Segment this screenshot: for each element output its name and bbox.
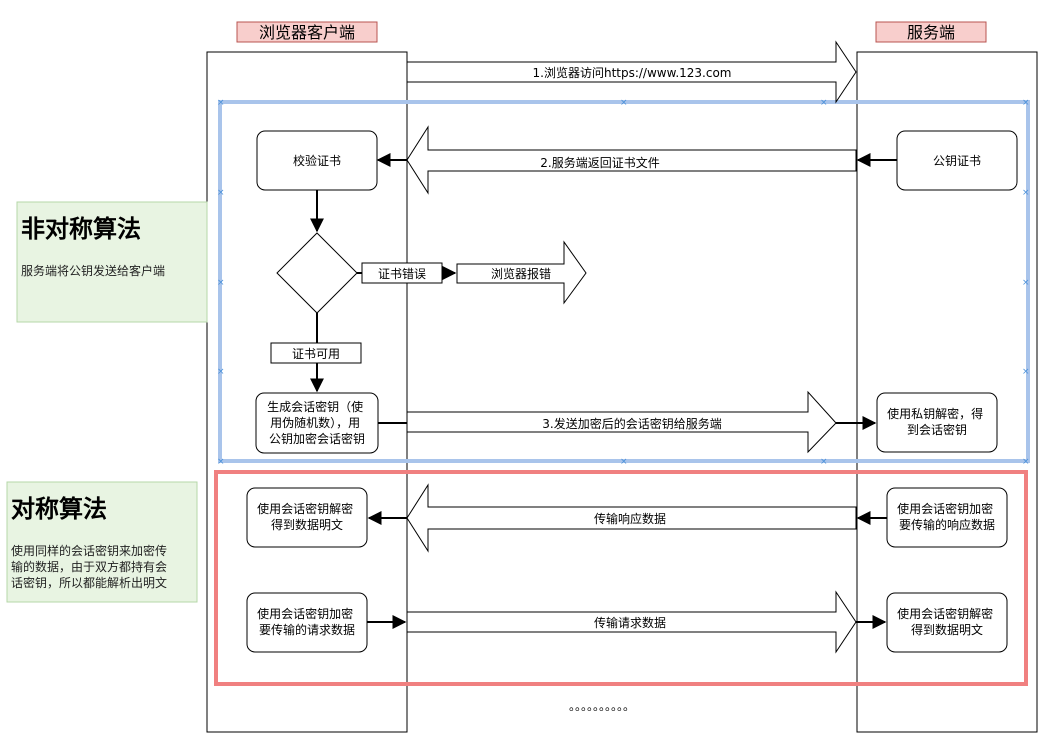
svg-text:×: × <box>1022 367 1030 377</box>
client-lane-title: 浏览器客户端 <box>259 23 355 42</box>
cert-error-label: 证书错误 <box>378 267 426 281</box>
svg-text:×: × <box>820 457 828 467</box>
gen-key-line-2: 用伪随机数），用 <box>270 415 360 430</box>
svg-text:使用会话密钥解密 得到数据明文: 使用会话密钥解密 得到数据明文 <box>257 501 357 532</box>
selection-handles: × × × × × × × × × × × × × × <box>217 98 1030 467</box>
symmetric-desc-line-1: 使用同样的会话密钥来加密传 <box>11 543 167 558</box>
message-2-label: 2.服务端返回证书文件 <box>540 155 659 170</box>
browser-error-arrow <box>456 240 587 305</box>
server-decrypt-node <box>886 592 1008 653</box>
svg-text:×: × <box>620 457 628 467</box>
symmetric-section-border <box>214 470 1028 686</box>
client-encrypt-line-2: 要传输的请求数据 <box>259 622 355 637</box>
svg-text:使用会话密钥解密 得到数据明文: 使用会话密钥解密 得到数据明文 <box>897 606 997 637</box>
client-decrypt-line-2: 得到数据明文 <box>271 517 343 532</box>
symmetric-desc-line-2: 输的数据，由于双方都持有会 <box>11 559 167 574</box>
symmetric-desc-line-3: 话密钥，所以都能解析出明文 <box>11 575 167 590</box>
message-1-label: 1.浏览器访问https://www.123.com <box>533 65 732 80</box>
svg-text:×: × <box>620 98 628 108</box>
server-encrypt-line-2: 要传输的响应数据 <box>899 517 995 532</box>
server-encrypt-line-1: 使用会话密钥加密 <box>897 501 993 516</box>
svg-text:×: × <box>217 98 225 108</box>
asymmetric-desc: 服务端将公钥发送给客户端 <box>21 263 165 278</box>
asymmetric-section-border <box>218 100 1030 463</box>
public-key-cert-label: 公钥证书 <box>933 154 981 168</box>
svg-text:×: × <box>217 188 225 198</box>
svg-text:使用同样的会话密钥来加密传 输的数据，由于双方都持有: 使用同样的会话密钥来加密传 输的数据，由于双方都持有会 话密钥，所以都能解析出明… <box>11 543 171 590</box>
svg-text:×: × <box>1022 278 1030 288</box>
private-decrypt-line-2: 到会话密钥 <box>907 422 967 437</box>
svg-text:×: × <box>217 278 225 288</box>
response-label: 传输响应数据 <box>594 511 666 526</box>
client-decrypt-node <box>246 487 368 548</box>
asymmetric-title: 非对称算法 <box>21 215 141 243</box>
server-decrypt-line-1: 使用会话密钥解密 <box>897 606 993 621</box>
server-lane-title: 服务端 <box>907 23 955 42</box>
svg-text:使用会话密钥加密 要传输的请求数据: 使用会话密钥加密 要传输的请求数据 <box>257 606 357 637</box>
ellipsis: 。。。。。。。。。。 <box>569 699 635 713</box>
svg-text:×: × <box>1022 188 1030 198</box>
client-decrypt-line-1: 使用会话密钥解密 <box>257 501 353 516</box>
svg-text:使用会话密钥加密 要传输的响应数据: 使用会话密钥加密 要传输的响应数据 <box>897 501 997 532</box>
decision-diamond <box>276 232 358 314</box>
cert-ok-label: 证书可用 <box>292 347 340 361</box>
asymmetric-note <box>16 201 208 323</box>
message-3-label: 3.发送加密后的会话密钥给服务端 <box>542 416 721 431</box>
private-decrypt-line-1: 使用私钥解密，得 <box>887 406 983 421</box>
client-lifeline <box>206 51 408 733</box>
message-3-arrow <box>406 390 837 454</box>
cert-error-tag <box>361 262 443 284</box>
request-label: 传输请求数据 <box>594 615 666 630</box>
browser-error-label: 浏览器报错 <box>491 266 551 281</box>
cert-ok-tag <box>270 342 362 364</box>
gen-key-line-3: 公钥加密会话密钥 <box>269 431 365 446</box>
message-1-arrow <box>406 40 857 104</box>
message-2-arrow <box>406 125 857 195</box>
server-lifeline <box>856 51 1038 733</box>
server-decrypt-line-2: 得到数据明文 <box>911 622 983 637</box>
server-lane-header <box>875 21 987 43</box>
symmetric-note <box>6 481 198 603</box>
symmetric-title: 对称算法 <box>11 495 107 523</box>
gen-key-line-1: 生成会话密钥（使 <box>267 399 363 414</box>
svg-text:×: × <box>1022 457 1030 467</box>
svg-text:×: × <box>1022 98 1030 108</box>
client-lane-header <box>236 21 378 43</box>
svg-text:×: × <box>217 457 225 467</box>
svg-text:生成会话密钥（使 用伪随机数），用 公钥加密: 生成会话密钥（使 用伪随机数），用 公钥加密会话密钥 <box>267 399 367 446</box>
verify-cert-label: 校验证书 <box>293 153 341 168</box>
svg-text:使用私钥解密，得 到会话密钥: 使用私钥解密，得 到会话密钥 <box>887 406 987 437</box>
request-arrow <box>406 590 857 654</box>
client-encrypt-line-1: 使用会话密钥加密 <box>257 606 353 621</box>
private-decrypt-node <box>876 392 998 453</box>
svg-text:×: × <box>820 98 828 108</box>
response-arrow <box>406 483 857 553</box>
svg-text:×: × <box>217 367 225 377</box>
